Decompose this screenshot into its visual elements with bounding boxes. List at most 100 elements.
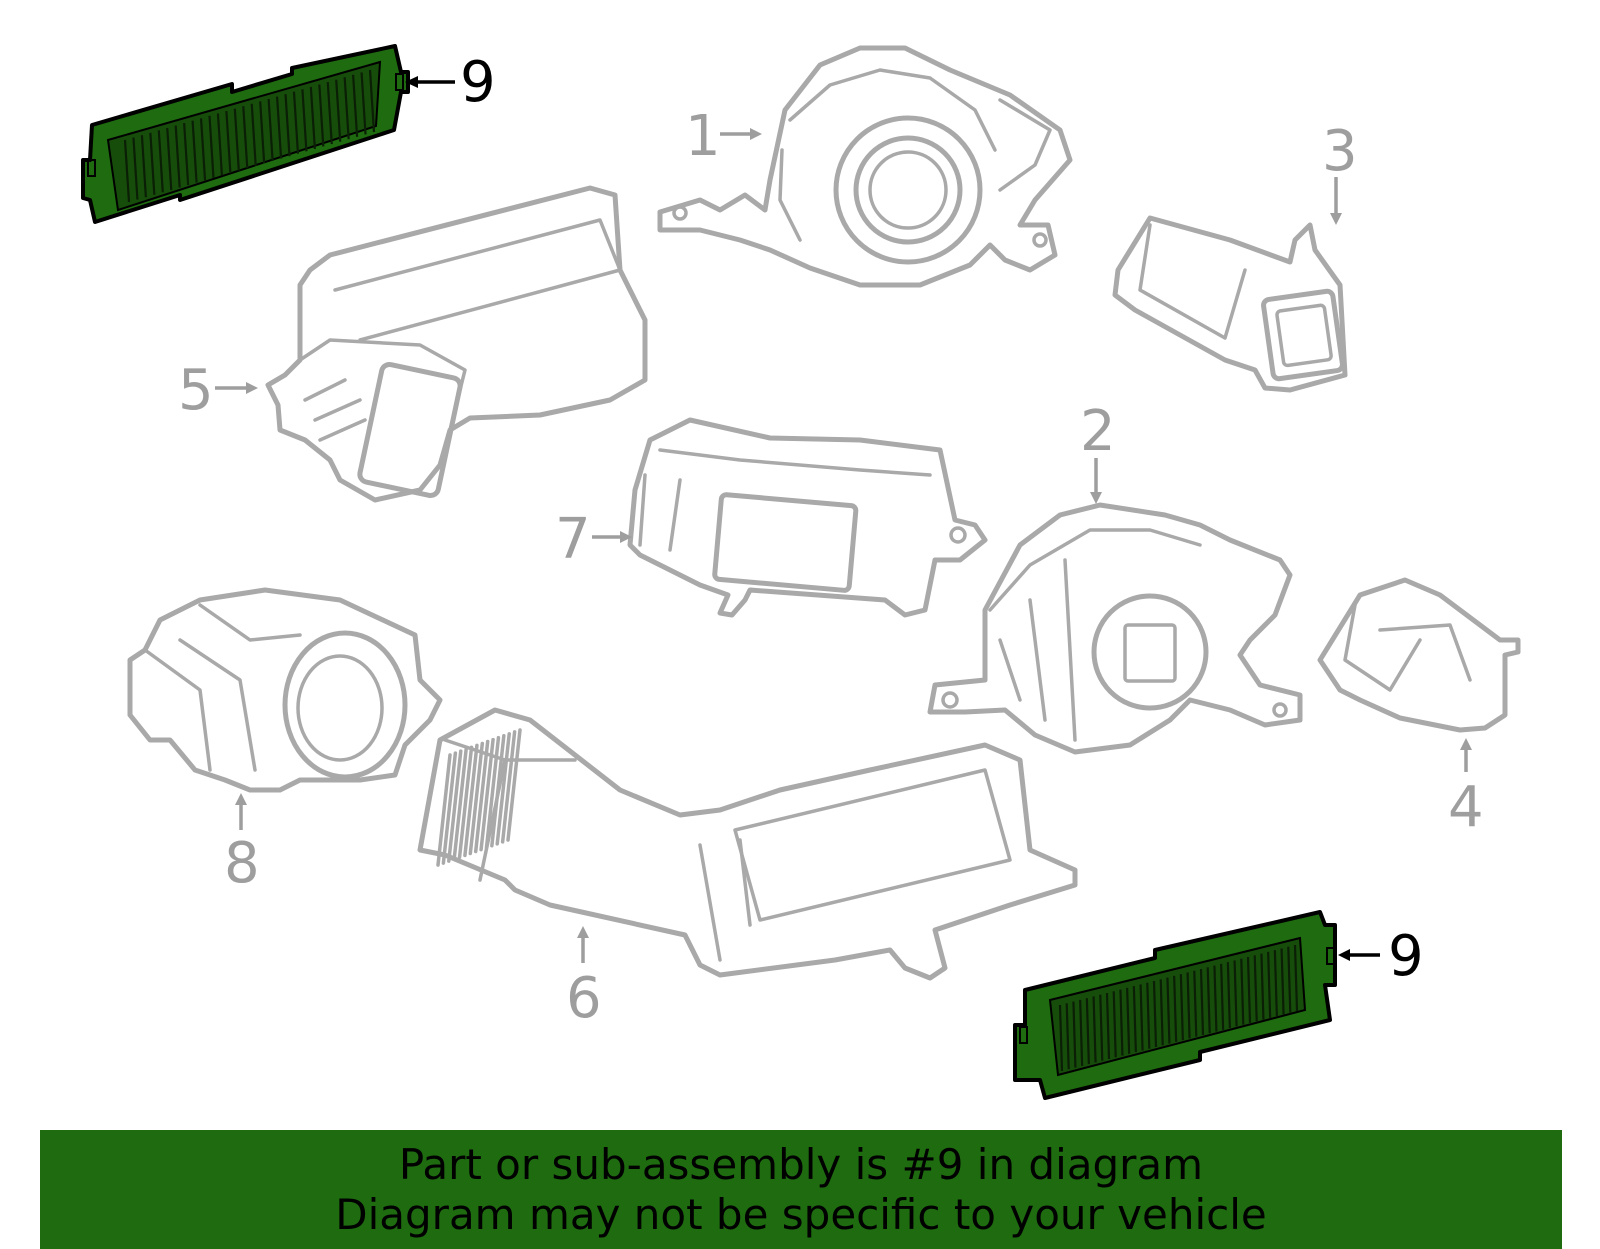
slat — [1092, 996, 1097, 1063]
callout-8-label: 8 — [224, 831, 260, 896]
slat — [447, 749, 463, 863]
slat — [1273, 950, 1278, 1017]
part-1-blower-housing[interactable] — [657, 45, 1073, 288]
slat — [490, 734, 506, 848]
callout-9-bottom-label: 9 — [1388, 924, 1424, 989]
callout-8: 8 — [224, 793, 260, 896]
slat — [208, 115, 215, 178]
slat — [259, 101, 266, 164]
slat — [1065, 1003, 1070, 1070]
slat — [1199, 968, 1205, 1036]
slat — [1280, 948, 1285, 1015]
slat — [1293, 944, 1299, 1012]
callout-1-label: 1 — [685, 104, 721, 169]
slat — [1173, 975, 1178, 1042]
callout-2: 2 — [1080, 399, 1116, 504]
slat — [166, 127, 173, 191]
slat — [191, 120, 198, 183]
slat — [468, 741, 485, 856]
callout-3: 3 — [1322, 119, 1358, 225]
slat — [1152, 980, 1158, 1048]
slat — [318, 84, 325, 147]
part-6-housing[interactable] — [417, 707, 1078, 981]
slat — [1253, 955, 1258, 1022]
slat — [123, 139, 131, 203]
slat — [1260, 953, 1265, 1020]
banner-line-2: Diagram may not be specific to your vehi… — [335, 1190, 1267, 1239]
slat — [267, 98, 274, 162]
callout-2-label: 2 — [1080, 399, 1116, 464]
slat — [1085, 998, 1090, 1065]
slat — [1099, 994, 1104, 1061]
slat — [1159, 979, 1164, 1046]
part-9-bottom-filter[interactable] — [1013, 910, 1337, 1100]
slat — [242, 106, 249, 169]
slat — [183, 123, 190, 186]
slat — [1072, 1001, 1077, 1068]
callout-9-top: 9 — [405, 50, 496, 115]
slat — [1186, 972, 1191, 1039]
slat — [1193, 970, 1198, 1037]
slat — [436, 753, 452, 867]
slat — [368, 69, 376, 133]
callout-5: 5 — [178, 358, 258, 423]
slat — [1179, 974, 1184, 1041]
slat — [233, 108, 240, 171]
slat — [463, 743, 479, 858]
slat — [1166, 977, 1171, 1044]
slat — [216, 113, 224, 176]
slat — [1240, 958, 1245, 1025]
slat — [335, 79, 342, 142]
slat — [1226, 962, 1231, 1029]
callout-7: 7 — [555, 507, 632, 572]
part-6-grille — [436, 728, 522, 867]
slat — [1233, 960, 1238, 1027]
slat — [174, 125, 181, 188]
slat — [326, 81, 333, 145]
part-4-duct[interactable] — [1317, 577, 1521, 733]
callout-6-label: 6 — [566, 966, 602, 1031]
slat — [149, 132, 156, 195]
slat — [1058, 1004, 1064, 1072]
part-5-duct[interactable] — [265, 185, 648, 503]
part-2-blower-housing[interactable] — [927, 502, 1303, 755]
slat — [1139, 984, 1144, 1051]
part-8-housing[interactable] — [127, 587, 443, 793]
slat — [1246, 956, 1252, 1024]
slat — [1213, 965, 1218, 1032]
callout-7-label: 7 — [555, 507, 591, 572]
slat — [1146, 982, 1151, 1049]
callout-5-label: 5 — [178, 358, 214, 423]
info-banner: Part or sub-assembly is #9 in diagram Di… — [40, 1130, 1562, 1249]
slat — [1126, 987, 1131, 1054]
slat — [199, 118, 207, 181]
callout-9-top-label: 9 — [460, 50, 496, 115]
slat — [352, 74, 359, 137]
callout-3-label: 3 — [1322, 119, 1358, 184]
slat — [284, 94, 291, 157]
slat — [500, 730, 517, 844]
slat — [1112, 991, 1117, 1058]
slat — [484, 735, 501, 850]
slat — [250, 103, 257, 166]
slat — [457, 745, 474, 860]
callout-9-bottom: 9 — [1338, 924, 1424, 989]
slat — [479, 737, 495, 852]
part-9-bottom-slats — [1058, 944, 1299, 1072]
slat — [309, 86, 316, 149]
slat — [452, 747, 468, 861]
part-9-top-filter[interactable] — [81, 44, 410, 224]
slat — [292, 91, 300, 154]
banner-line-1: Part or sub-assembly is #9 in diagram — [398, 1140, 1204, 1189]
slat — [1287, 946, 1292, 1013]
part-7-housing[interactable] — [627, 417, 988, 618]
callout-1: 1 — [685, 104, 762, 169]
callout-6: 6 — [566, 926, 602, 1031]
part-3-duct[interactable] — [1112, 215, 1348, 393]
slat — [275, 96, 283, 159]
slat — [506, 728, 522, 842]
slat — [140, 135, 147, 198]
slat — [1079, 999, 1084, 1066]
slat — [132, 137, 139, 200]
